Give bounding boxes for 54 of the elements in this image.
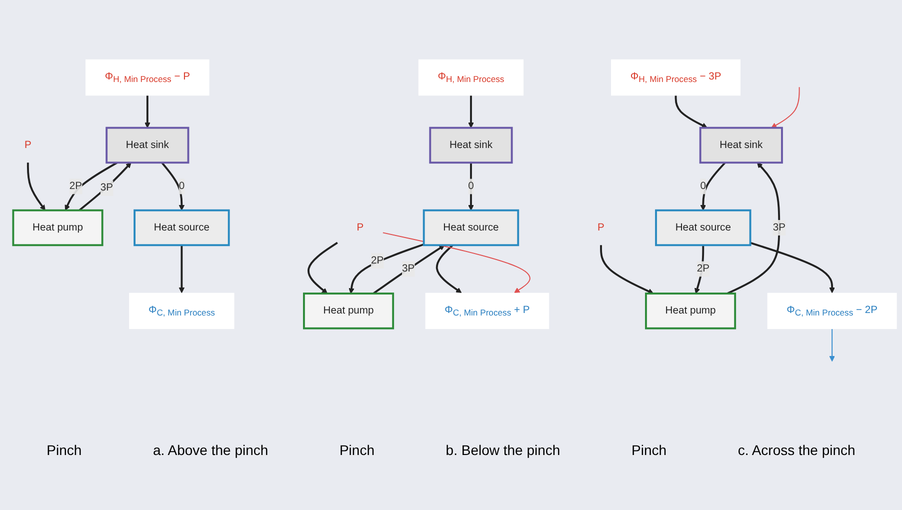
- edge-label: 0: [468, 180, 474, 192]
- arrow: [436, 244, 462, 294]
- edge-label: 3P: [402, 263, 415, 274]
- arrow: [64, 162, 118, 211]
- arrow: [468, 162, 474, 211]
- edge-label: 2P: [69, 180, 82, 192]
- arrow: [694, 245, 704, 294]
- edge-label: 0: [700, 180, 706, 192]
- node-box: Heat sink: [106, 126, 190, 164]
- pinch-label: Pinch: [46, 442, 82, 458]
- arrow: [161, 162, 185, 211]
- arrow: [348, 243, 424, 294]
- node-box: Φ$_{H, Min Process}$: [418, 59, 524, 96]
- arrow: [468, 96, 474, 128]
- arrow: [829, 328, 835, 362]
- node-box: Φ$_{C, Min Process}$ − 2P: [767, 292, 897, 330]
- panel-caption: c. Across the pinch: [738, 442, 856, 458]
- node-box: Heat sink: [429, 126, 513, 164]
- node-box: Φ$_{H, Min Process}$ − 3P: [611, 59, 741, 96]
- node-box: Heat pump: [12, 209, 104, 246]
- node-text: P: [356, 222, 364, 233]
- arrow: [674, 96, 708, 128]
- node-box: Heat source: [655, 209, 752, 246]
- node-box: Φ$_{H, Min Process}$ − P: [86, 59, 210, 96]
- node-text: P: [598, 222, 604, 233]
- arrow: [26, 162, 46, 211]
- node-box: Heat pump: [645, 292, 736, 330]
- edge-label: 2P: [696, 263, 710, 274]
- arrow: [372, 244, 445, 294]
- edge-label: 0: [178, 180, 185, 192]
- arrow: [308, 242, 338, 294]
- arrow: [382, 232, 530, 294]
- arrow: [750, 242, 835, 294]
- node-box: Heat source: [134, 209, 230, 246]
- arrow: [700, 162, 726, 211]
- arrow: [771, 86, 800, 128]
- edge-label: 3P: [100, 182, 113, 194]
- arrow: [600, 245, 654, 294]
- edge-label: 3P: [772, 222, 786, 233]
- arrow: [726, 162, 780, 294]
- panel-caption: a. Above the pinch: [152, 442, 268, 458]
- node-box: Φ$_{C, Min Process}$ + P: [425, 292, 550, 330]
- edge-label: 2P: [370, 254, 384, 266]
- pinch-label: Pinch: [339, 442, 374, 458]
- arrow: [78, 162, 132, 212]
- node-box: Heat source: [422, 209, 520, 246]
- arrow: [178, 245, 185, 294]
- node-box: Heat sink: [699, 126, 783, 164]
- node-text: P: [24, 139, 32, 150]
- node-box: Φ$_{C, Min Process}$: [129, 292, 234, 330]
- panel-caption: b. Below the pinch: [446, 442, 560, 458]
- pinch-label: Pinch: [632, 442, 667, 458]
- arrow: [144, 96, 150, 128]
- node-box: Heat pump: [303, 292, 394, 330]
